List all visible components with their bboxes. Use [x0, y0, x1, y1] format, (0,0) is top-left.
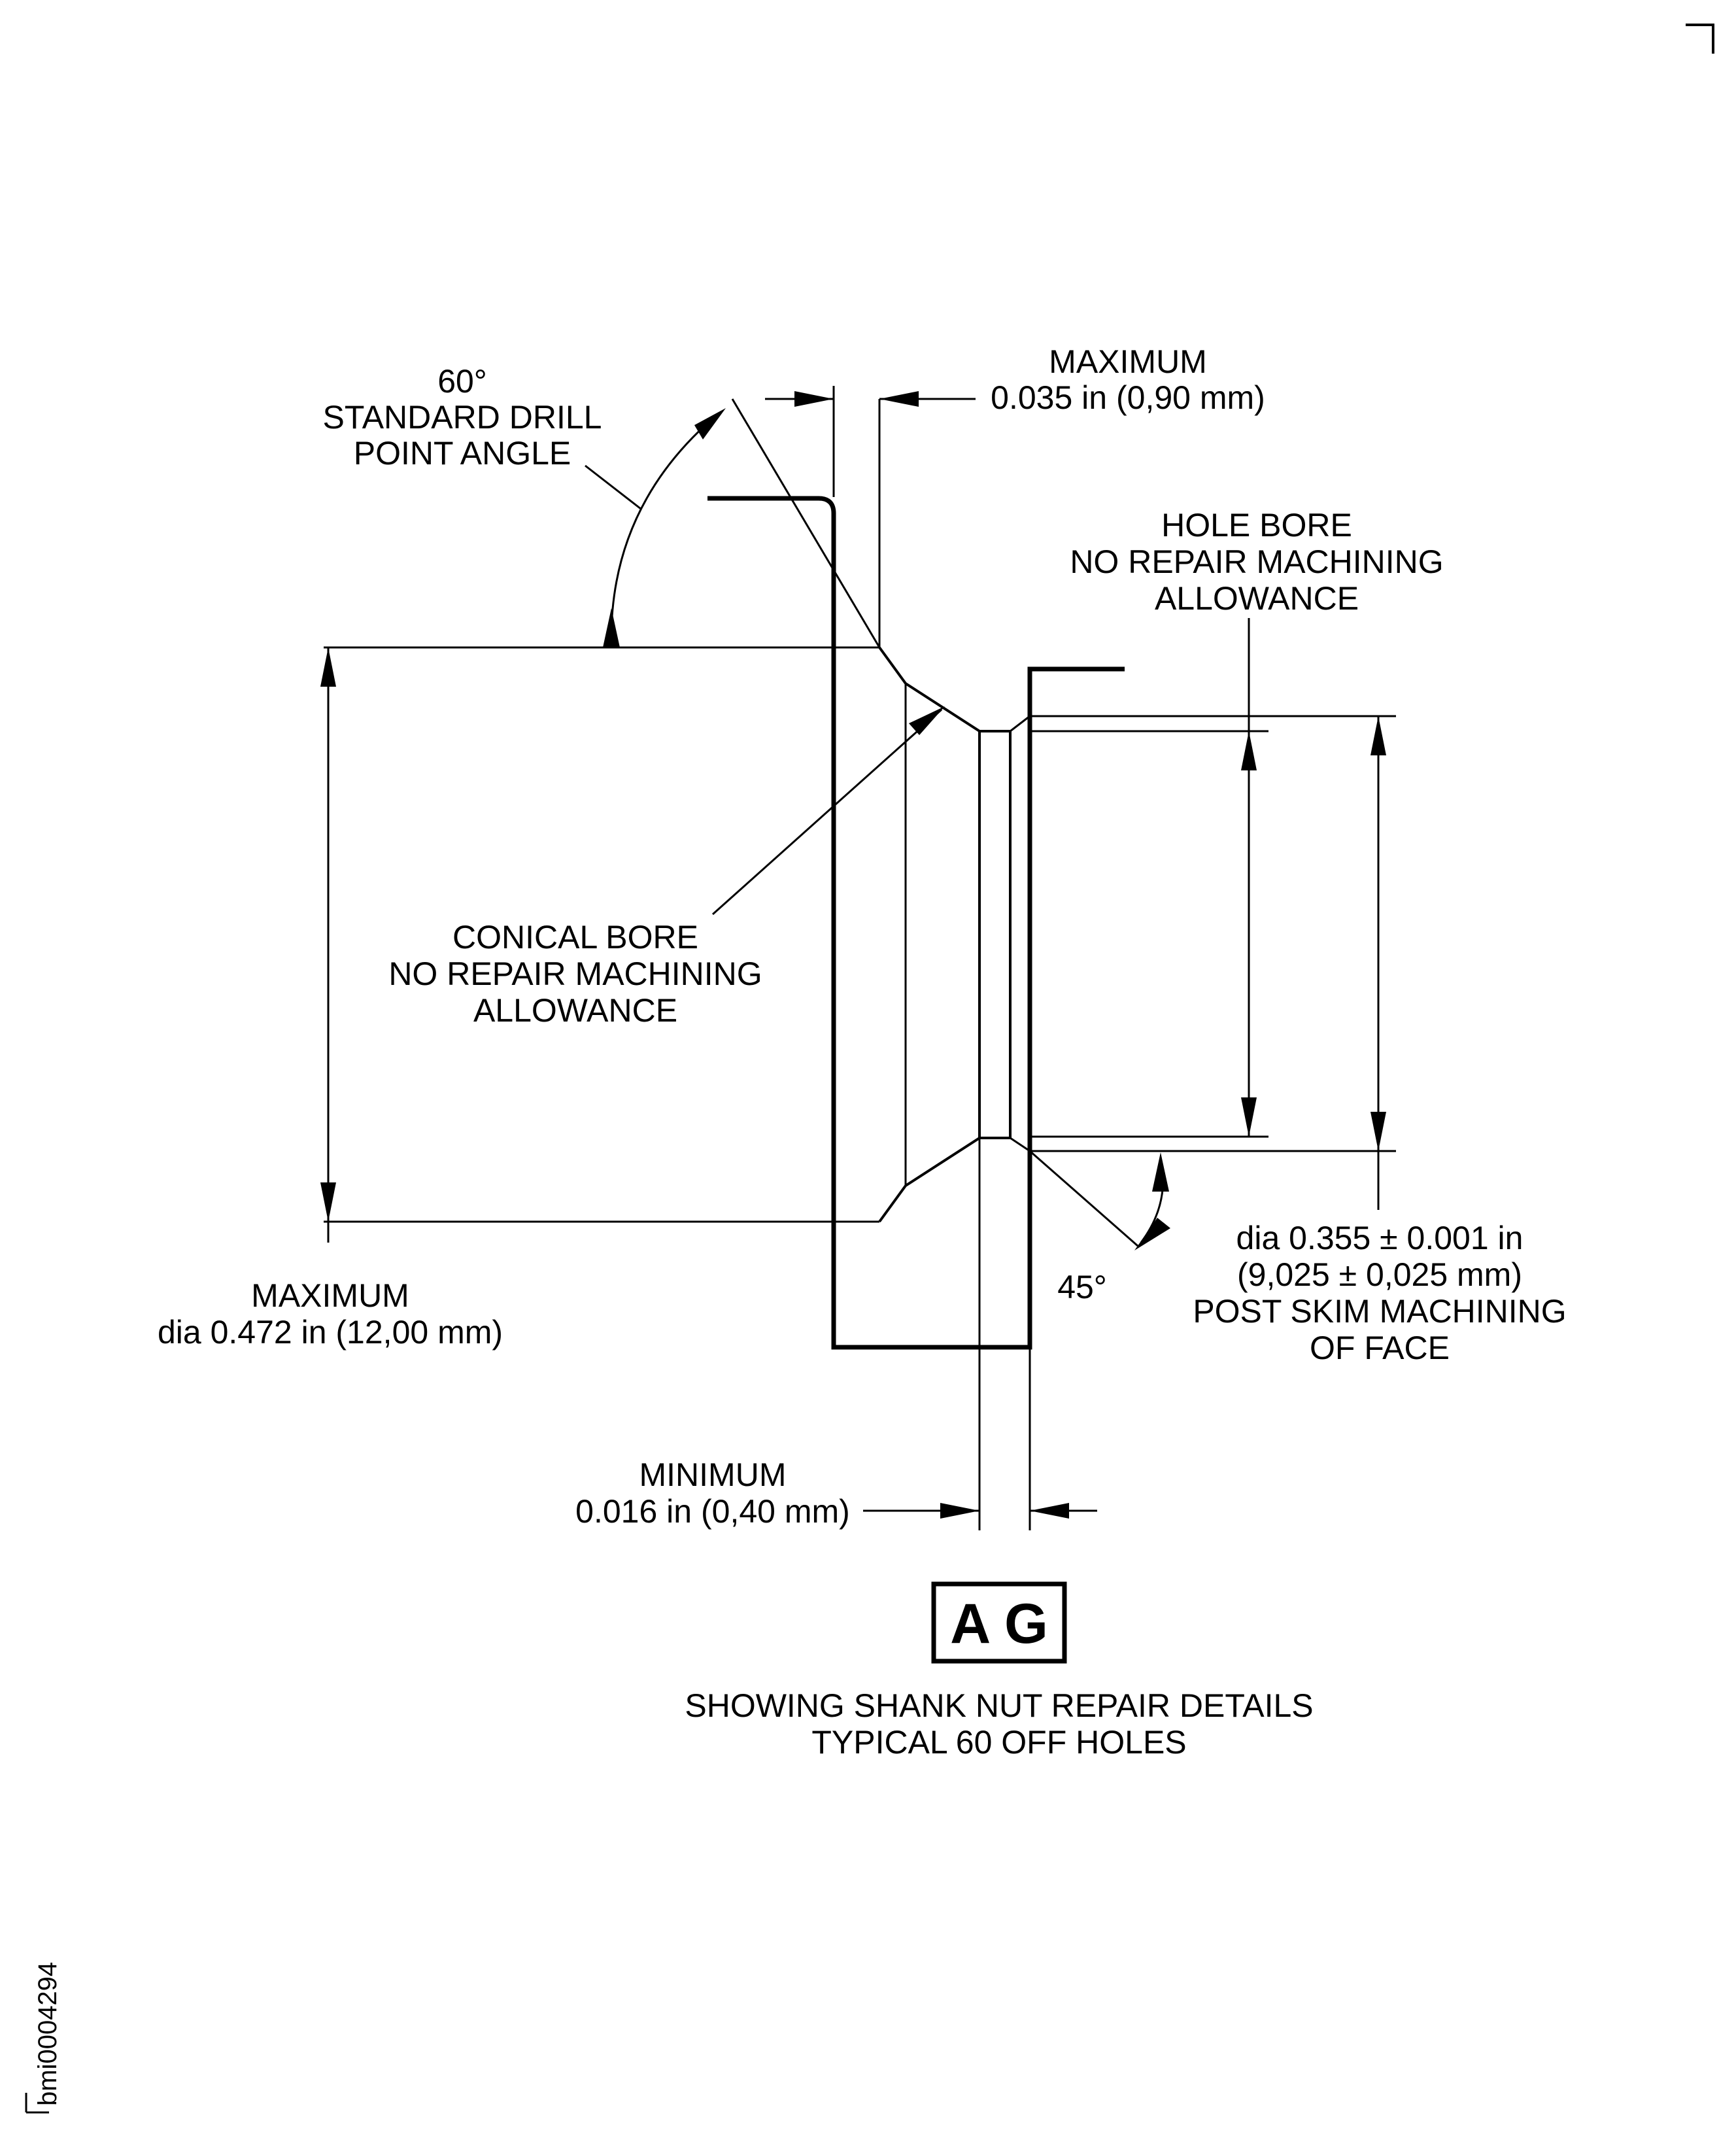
outer-diameter-dimension	[320, 647, 879, 1243]
outer-diameter-qualifier: MAXIMUM	[251, 1277, 409, 1314]
drill-angle-label-line2: POINT ANGLE	[354, 435, 571, 472]
drill-angle-value: 60°	[437, 363, 487, 400]
face-thickness-dimension	[765, 386, 976, 497]
corner-mark	[1686, 24, 1714, 54]
face-thickness-value: 0.035 in (0,90 mm)	[991, 379, 1265, 416]
skim-diameter-line4: OF FACE	[1310, 1330, 1450, 1366]
reference-code: bmi0004294	[33, 1962, 62, 2106]
skim-diameter-line2: (9,025 ± 0,025 mm)	[1237, 1256, 1522, 1293]
land-width-qualifier: MINIMUM	[639, 1456, 787, 1493]
land-width-value: 0.016 in (0,40 mm)	[575, 1493, 850, 1530]
outer-diameter-value: dia 0.472 in (12,00 mm)	[158, 1314, 503, 1351]
conical-bore-label-line1: CONICAL BORE	[452, 919, 698, 955]
hole-bore-label-line1: HOLE BORE	[1161, 507, 1352, 543]
skim-diameter-line1: dia 0.355 ± 0.001 in	[1236, 1220, 1523, 1256]
conical-bore-label-line3: ALLOWANCE	[473, 992, 677, 1029]
conical-bore-label-line2: NO REPAIR MACHINING	[388, 955, 762, 992]
caption-line2: TYPICAL 60 OFF HOLES	[811, 1724, 1186, 1761]
drill-angle-label-line1: STANDARD DRILL	[323, 399, 602, 436]
view-id-box	[931, 1581, 1067, 1664]
hole-bore-label-line2: NO REPAIR MACHINING	[1070, 543, 1443, 580]
land-width-dimension	[863, 1503, 1097, 1519]
view-id: A G	[950, 1592, 1048, 1655]
conical-bore-leader	[712, 706, 945, 916]
skim-diameter-line3: POST SKIM MACHINING	[1193, 1293, 1566, 1330]
chamfer-angle-value: 45°	[1057, 1269, 1107, 1305]
drill-angle-dimension	[324, 398, 881, 649]
hole-bore-dimension	[1241, 618, 1257, 1137]
hole-bore-label-line3: ALLOWANCE	[1155, 580, 1359, 617]
face-thickness-qualifier: MAXIMUM	[1049, 343, 1207, 380]
chamfer-angle-dimension	[1029, 1150, 1170, 1250]
caption-line1: SHOWING SHANK NUT REPAIR DETAILS	[685, 1687, 1313, 1724]
skim-diameter-dimension	[1370, 716, 1386, 1210]
part-outline	[707, 399, 1396, 1530]
